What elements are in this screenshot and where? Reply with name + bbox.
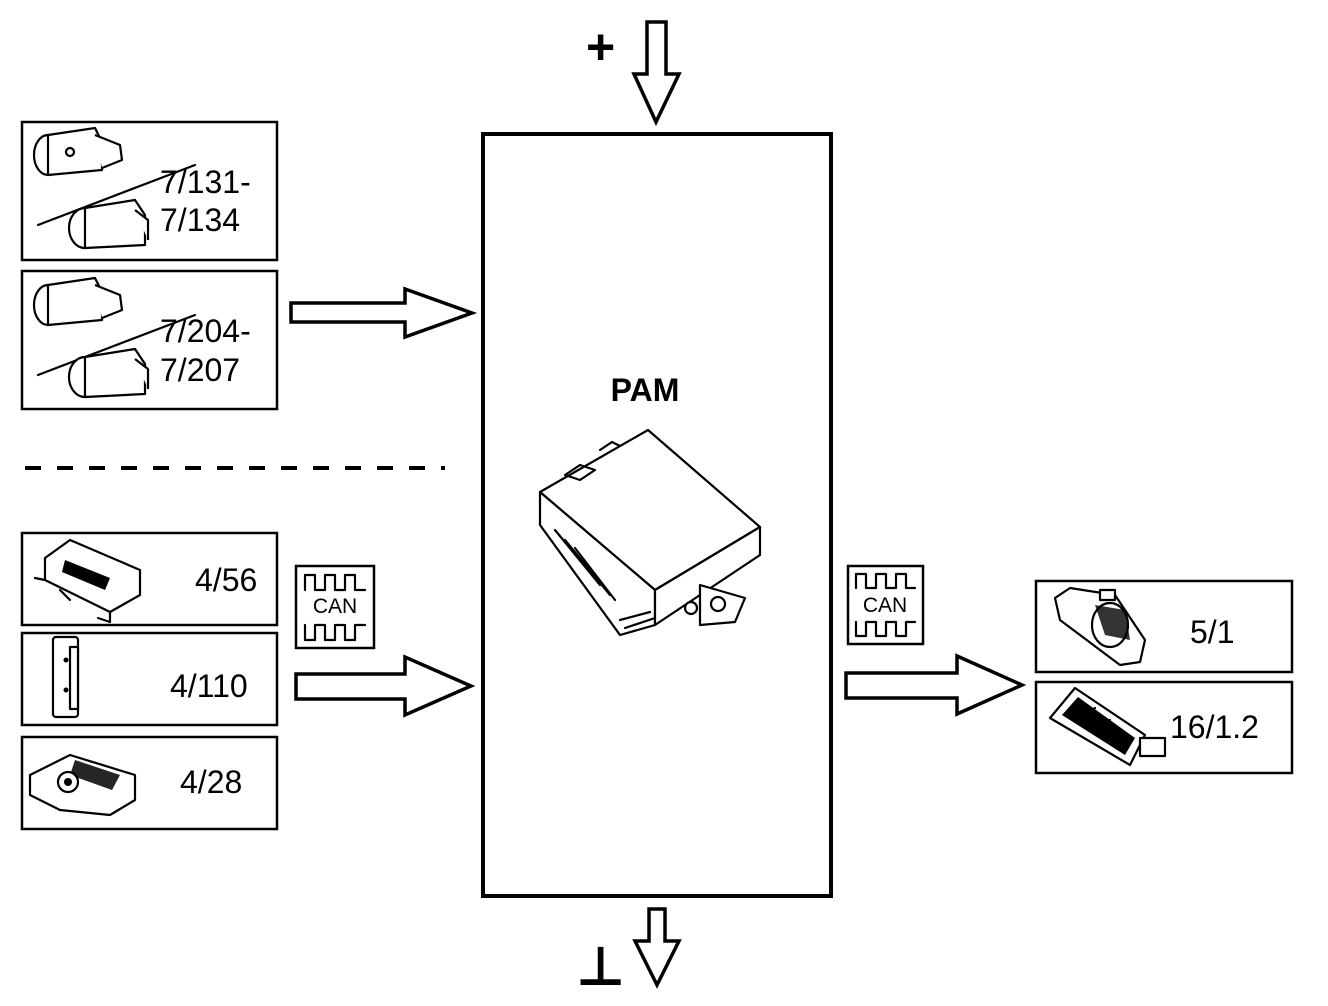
label-5-1: 5/1: [1190, 614, 1234, 650]
input-box-4-28: 4/28: [20, 735, 279, 831]
instrument-cluster-icon: [1053, 586, 1147, 667]
label-4-110: 4/110: [170, 668, 248, 704]
actuator-module-icon: [28, 753, 137, 817]
label-7-134: 7/134: [160, 202, 240, 238]
pam-unit-icon: [538, 428, 762, 637]
label-7-131: 7/131-: [160, 164, 251, 200]
switch-module-icon: [51, 635, 80, 719]
can-output-arrow: [844, 653, 1027, 717]
label-4-56: 4/56: [195, 562, 257, 598]
input-box-4-110: 4/110: [20, 631, 279, 727]
input-box-4-56: 4/56: [20, 531, 279, 627]
label-16-1-2: 16/1.2: [1170, 709, 1259, 745]
warning-display-icon: [1048, 686, 1167, 767]
sensor-input-arrow: [289, 286, 478, 340]
can-input-label: CAN: [313, 595, 357, 618]
label-7-204: 7/204-: [160, 313, 251, 349]
can-output-label: CAN: [863, 594, 907, 617]
can-bus-output-icon: CAN: [846, 564, 925, 646]
ground-symbol: ⊥: [576, 937, 625, 997]
output-box-5-1: 5/1: [1034, 579, 1294, 674]
parking-sensor-icon: [32, 276, 197, 399]
pam-label: PAM: [611, 372, 680, 408]
input-box-sensors-front: 7/131- 7/134: [20, 120, 279, 262]
can-bus-input-icon: CAN: [294, 564, 376, 650]
label-7-207: 7/207: [160, 352, 240, 388]
plus-symbol: +: [586, 19, 615, 75]
can-input-arrow: [294, 654, 476, 718]
parking-sensor-icon: [32, 126, 197, 250]
input-box-sensors-rear: 7/204- 7/207: [20, 269, 279, 411]
label-4-28: 4/28: [180, 764, 242, 800]
control-module-icon: [33, 538, 142, 624]
output-box-16-1-2: 16/1.2: [1034, 680, 1294, 775]
ground-arrow: [632, 907, 682, 989]
supply-plus-arrow: [631, 20, 682, 127]
